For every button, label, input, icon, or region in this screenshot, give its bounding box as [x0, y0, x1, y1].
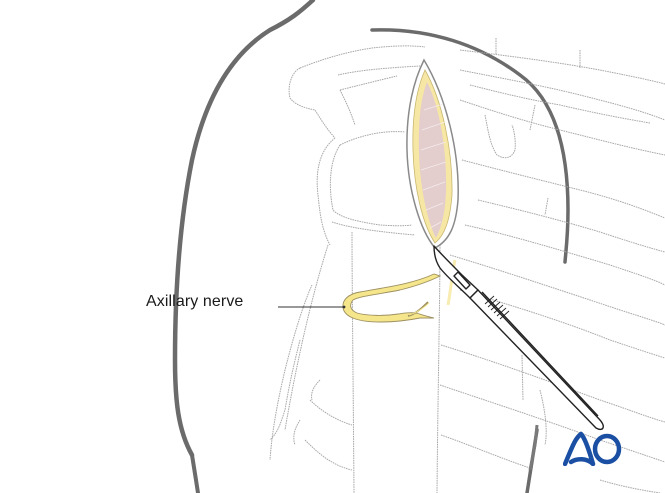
bone-outlines — [269, 38, 665, 493]
leader-dot — [342, 305, 346, 309]
ao-logo — [563, 431, 622, 466]
body-outline — [172, 0, 570, 493]
axillary-nerve-label: Axillary nerve — [146, 293, 244, 310]
incision — [406, 58, 459, 249]
skin-mark — [528, 424, 539, 471]
scalpel-icon — [433, 245, 604, 431]
axillary-nerve — [342, 259, 457, 323]
